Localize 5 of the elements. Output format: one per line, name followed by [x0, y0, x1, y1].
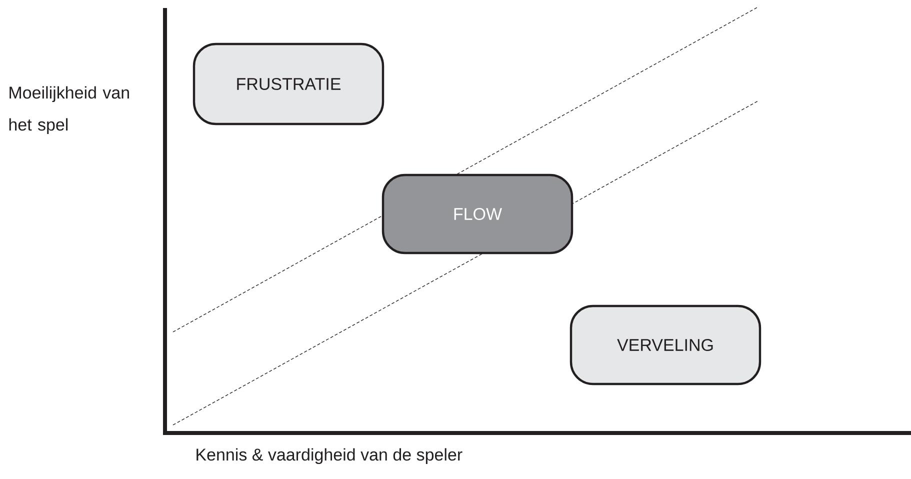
zone-box: FLOW — [382, 174, 574, 254]
zone-box: VERVELING — [570, 304, 762, 386]
y-axis-label: Moeilijkheid van het spel — [9, 86, 129, 134]
zone-box: FRUSTRATIE — [192, 42, 384, 126]
x-axis-label: Kennis & vaardigheid van de speler — [196, 448, 462, 464]
